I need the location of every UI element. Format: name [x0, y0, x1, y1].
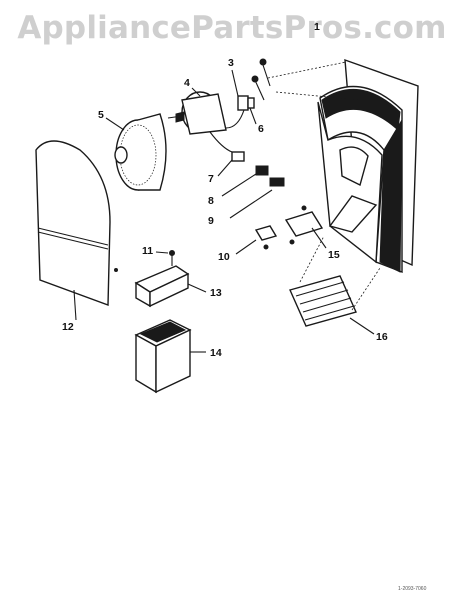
callout-9: 9 [208, 215, 214, 227]
mounting-plates [254, 205, 324, 250]
callout-5: 5 [98, 109, 104, 121]
callout-7: 7 [208, 173, 214, 185]
callout-4: 4 [184, 77, 190, 89]
callout-8: 8 [208, 195, 214, 207]
front-panel [35, 140, 118, 306]
footer-code: 1-2093-7060 [398, 586, 427, 592]
callout-10: 10 [218, 251, 230, 263]
callout-15: 15 [328, 249, 340, 261]
grille [289, 235, 381, 327]
callout-6: 6 [258, 123, 264, 135]
callout-13: 13 [210, 287, 222, 299]
motor-bracket [237, 58, 361, 111]
blower-wheel [114, 113, 167, 191]
watermark-text: AppliancePartsPros.com [17, 10, 447, 46]
drip-tray [134, 250, 190, 308]
blower-housing [317, 58, 419, 274]
control-components [231, 151, 285, 187]
leader-lines [73, 69, 375, 353]
motor [167, 91, 245, 153]
filter-box [134, 319, 192, 394]
callout-12: 12 [62, 321, 74, 333]
callout-16: 16 [376, 331, 388, 343]
callout-11: 11 [142, 245, 153, 257]
callout-14: 14 [210, 347, 222, 359]
callout-3: 3 [228, 57, 234, 69]
callout-1: 1 [314, 21, 320, 33]
